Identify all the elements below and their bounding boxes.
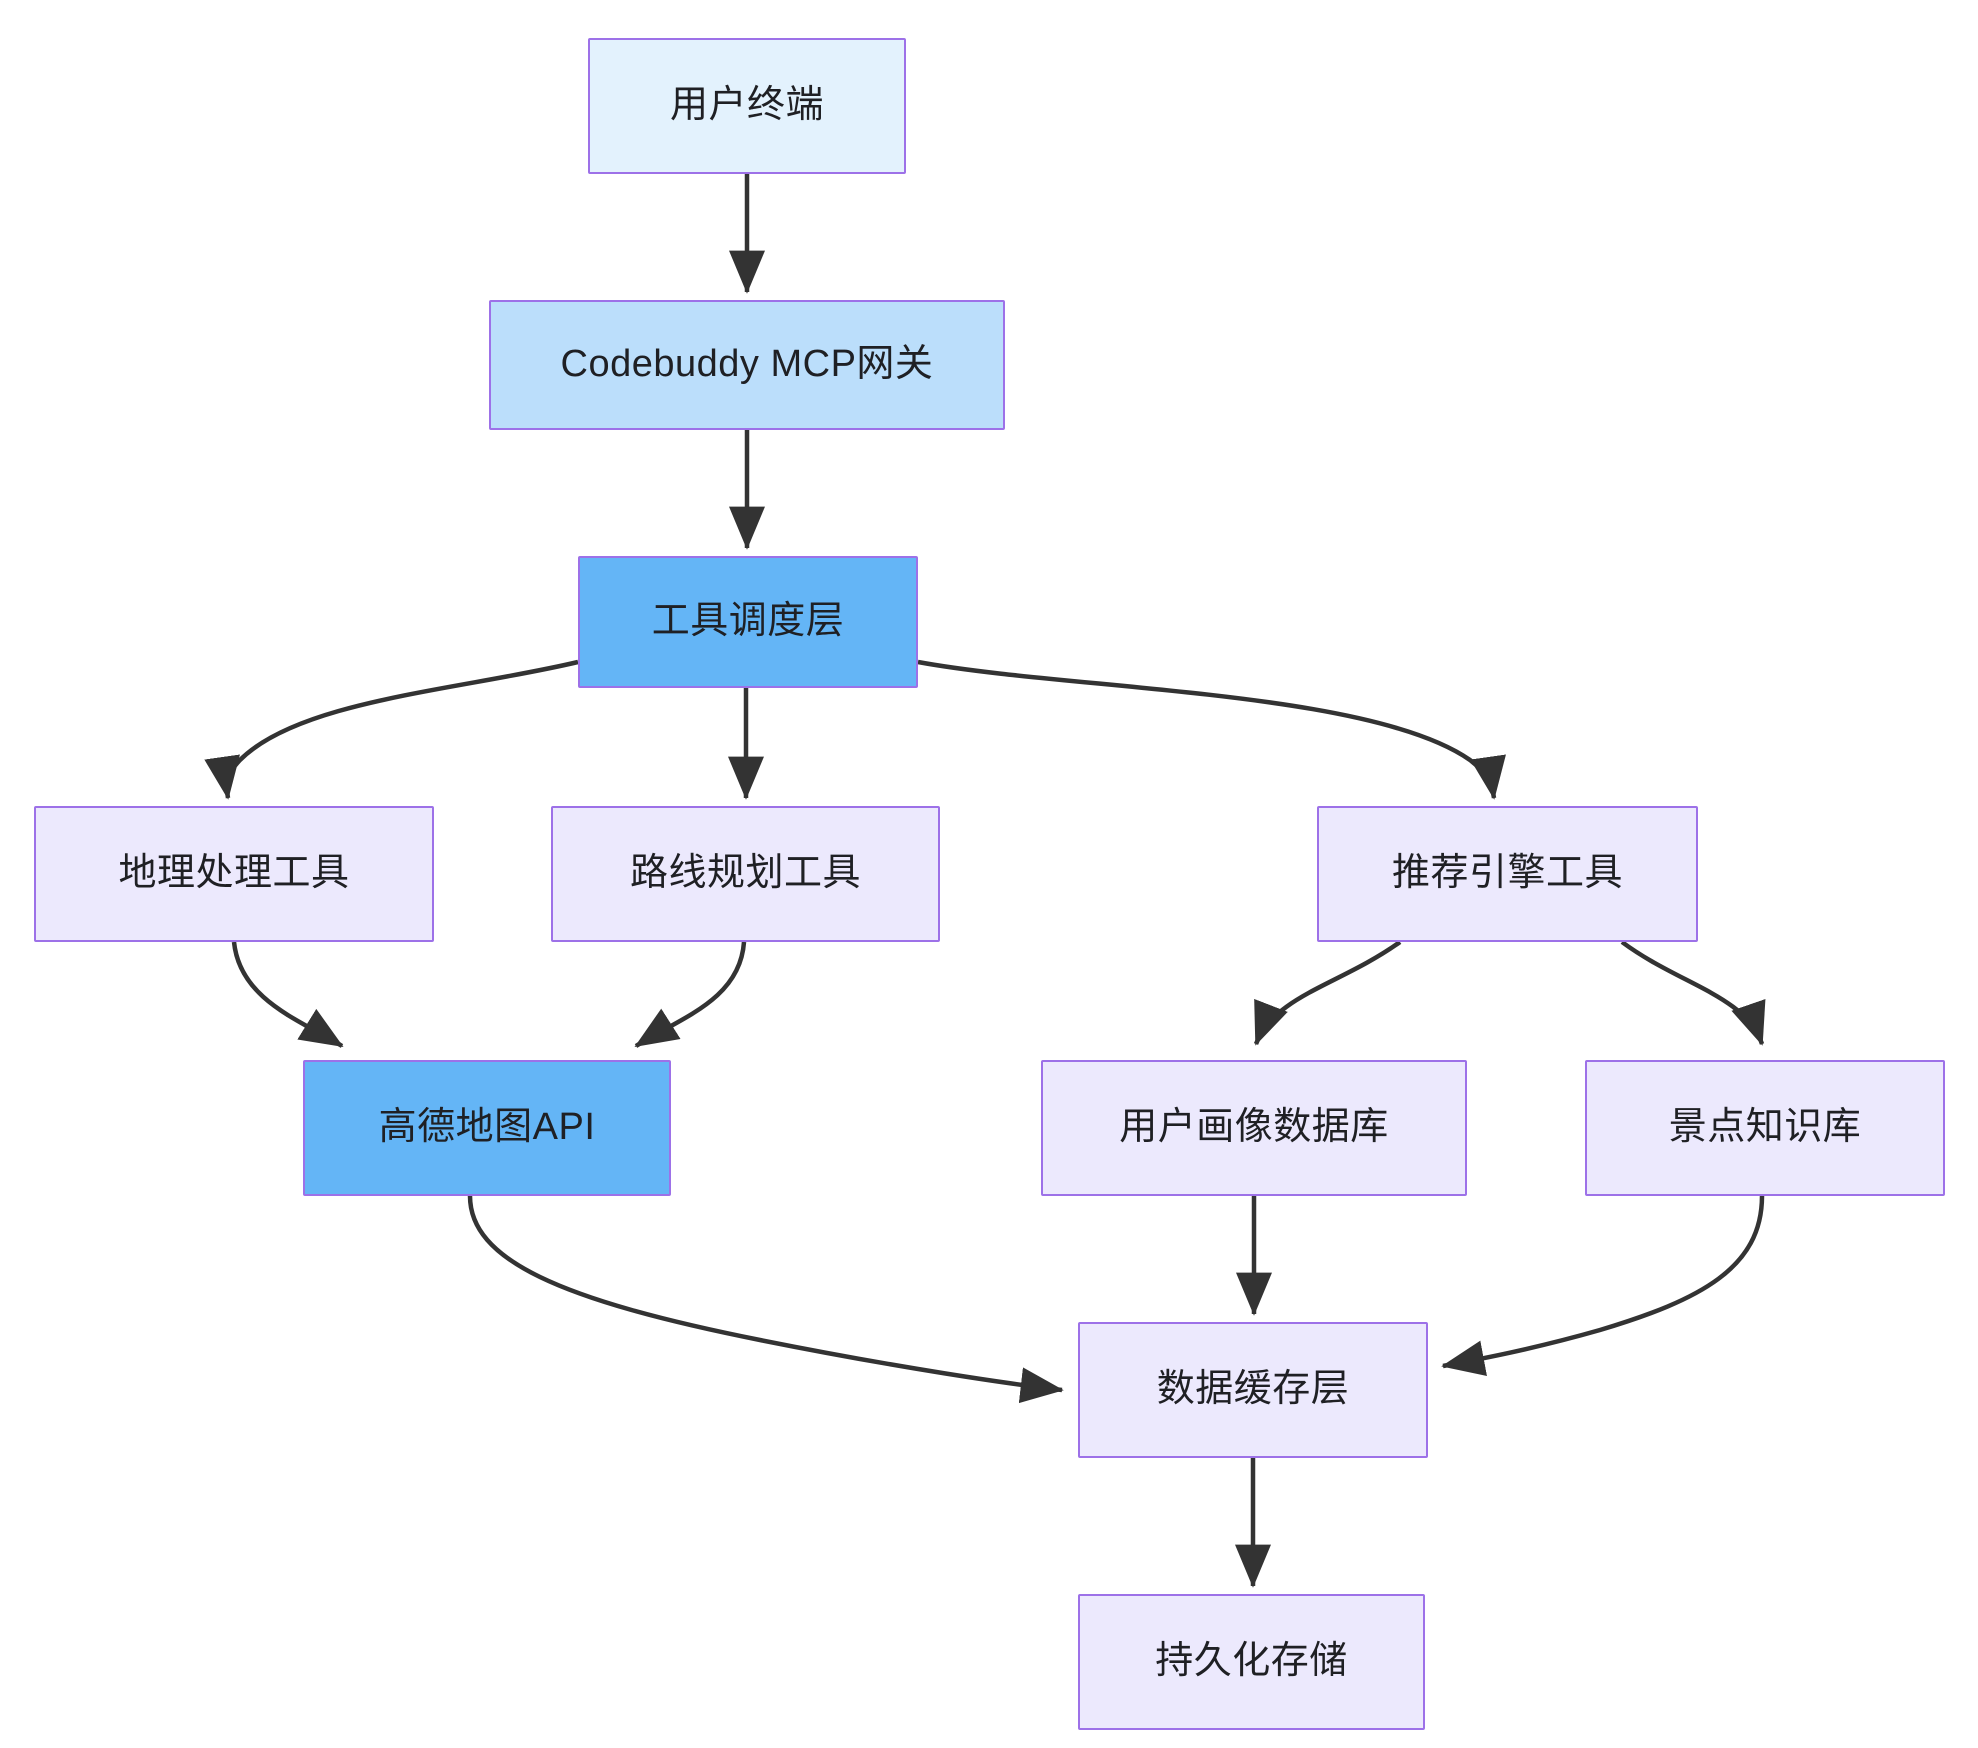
node-label: 工具调度层 (651, 600, 845, 643)
node-label: 路线规划工具 (629, 852, 861, 895)
node-label: 用户终端 (669, 84, 824, 127)
node-label: 数据缓存层 (1156, 1368, 1350, 1411)
edge-recommend-tool-to-poi-kb (1620, 940, 1766, 1046)
node-poi-kb[interactable]: 景点知识库 (1585, 1060, 1945, 1196)
edge-recommend-tool-to-profile-db (1253, 940, 1402, 1046)
node-mcp-gateway[interactable]: Codebuddy MCP网关 (489, 300, 1005, 430)
node-cache-layer[interactable]: 数据缓存层 (1078, 1322, 1428, 1458)
node-label: 高德地图API (378, 1106, 596, 1149)
node-label: Codebuddy MCP网关 (560, 343, 934, 386)
edge-scheduler-to-recommend-tool (917, 659, 1506, 800)
edge-geo-tool-to-amap-api (231, 941, 344, 1048)
node-route-tool[interactable]: 路线规划工具 (551, 806, 940, 942)
node-recommend-tool[interactable]: 推荐引擎工具 (1317, 806, 1698, 942)
node-label: 持久化存储 (1155, 1640, 1348, 1683)
node-scheduler[interactable]: 工具调度层 (578, 556, 918, 688)
node-profile-db[interactable]: 用户画像数据库 (1041, 1060, 1467, 1196)
edge-poi-kb-to-cache-layer (1441, 1195, 1765, 1377)
node-label: 推荐引擎工具 (1391, 852, 1623, 895)
node-label: 景点知识库 (1668, 1106, 1862, 1149)
node-geo-tool[interactable]: 地理处理工具 (34, 806, 434, 942)
edge-amap-api-to-cache-layer (467, 1195, 1064, 1404)
node-persistence[interactable]: 持久化存储 (1078, 1594, 1425, 1730)
node-amap-api[interactable]: 高德地图API (303, 1060, 671, 1196)
edge-scheduler-to-geo-tool (204, 659, 579, 800)
node-label: 地理处理工具 (118, 852, 350, 895)
edge-route-tool-to-amap-api (634, 941, 747, 1048)
node-user-terminal[interactable]: 用户终端 (588, 38, 906, 174)
node-label: 用户画像数据库 (1119, 1106, 1389, 1149)
